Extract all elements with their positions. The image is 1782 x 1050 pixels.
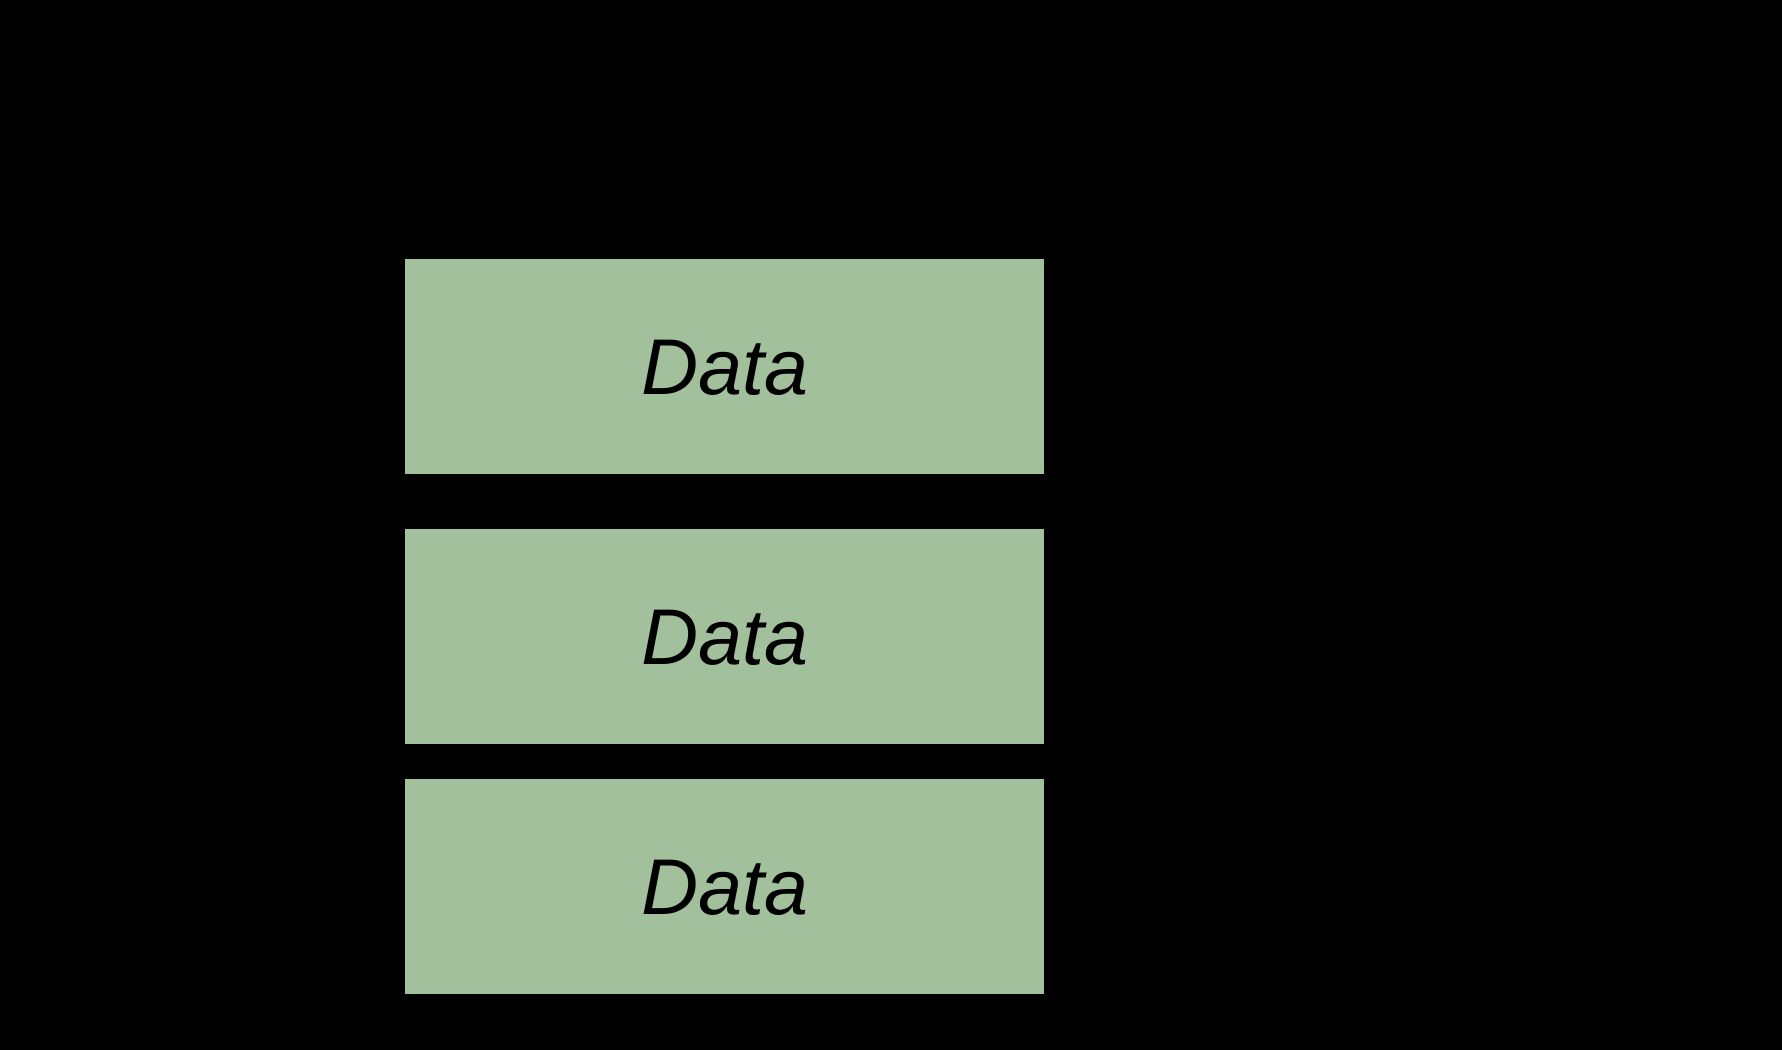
data-block[interactable]: Data <box>405 259 1044 474</box>
data-block-label: Data <box>641 842 808 931</box>
data-block-label: Data <box>641 322 808 411</box>
data-block[interactable]: Data <box>405 529 1044 744</box>
data-block-label: Data <box>641 592 808 681</box>
data-block[interactable]: Data <box>405 779 1044 994</box>
